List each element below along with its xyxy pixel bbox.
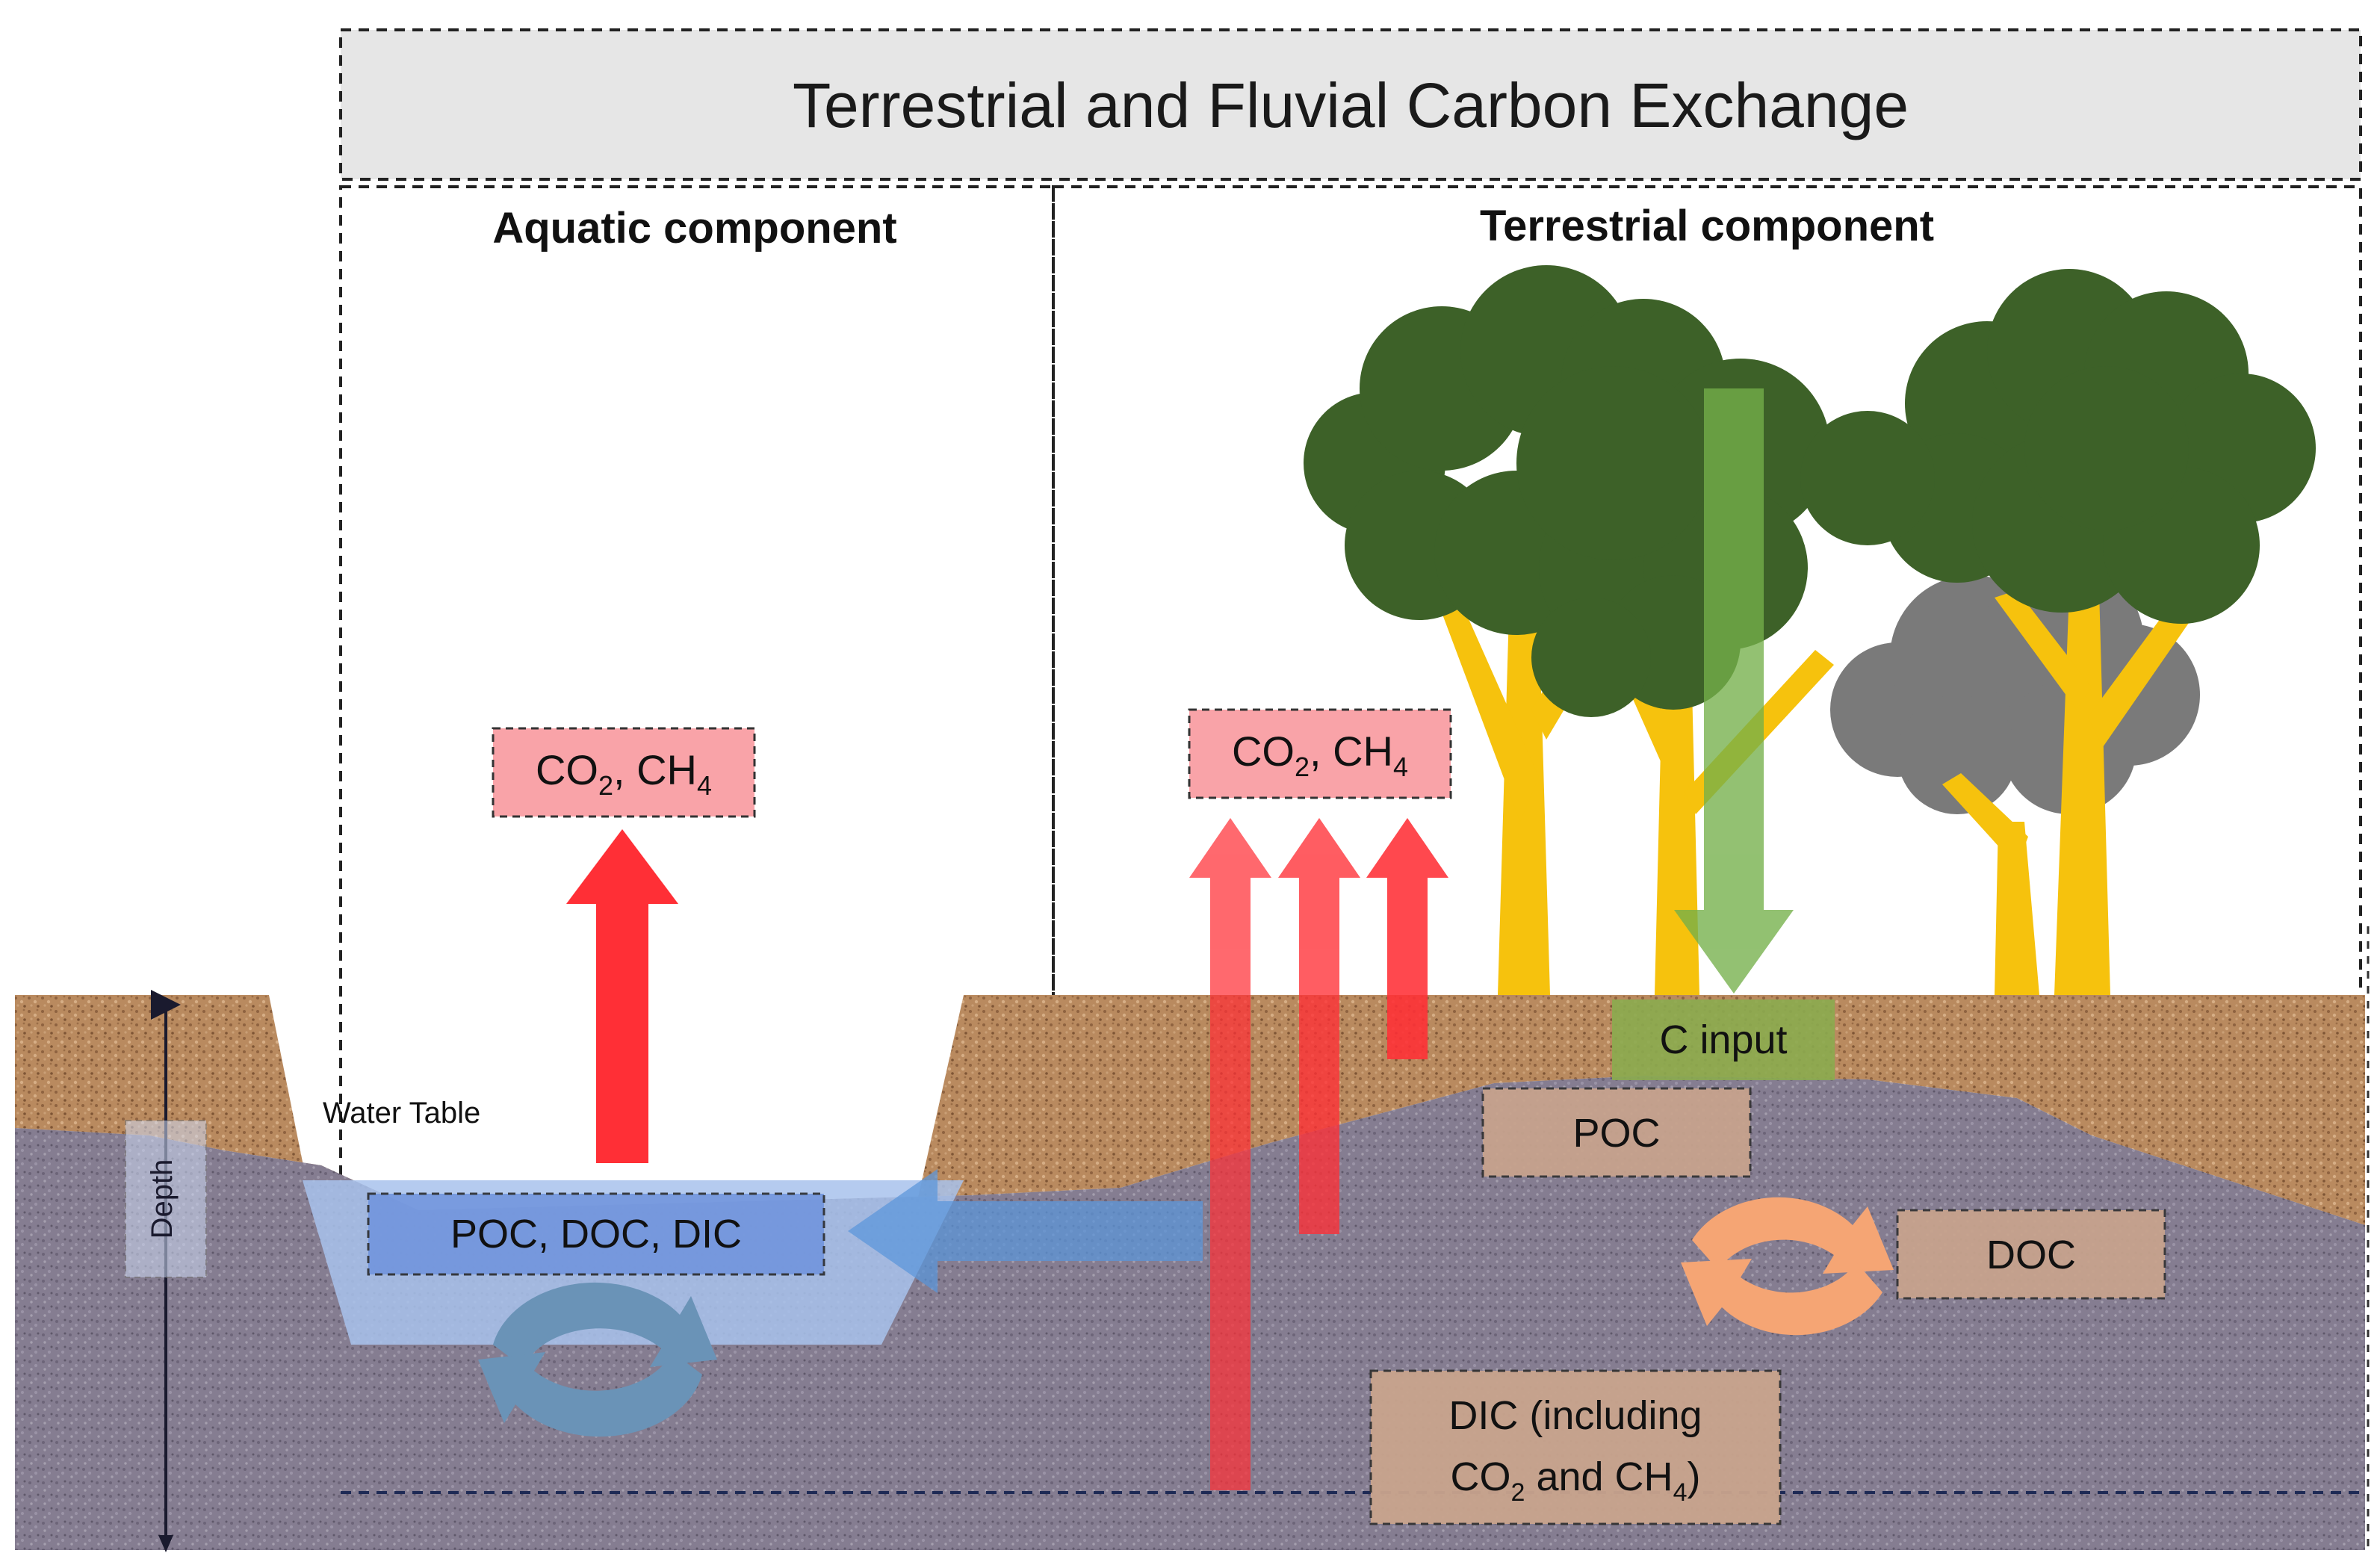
water-table-label: Water Table — [323, 1097, 480, 1129]
poc-label: POC — [1572, 1111, 1660, 1156]
aquatic-gas-box — [492, 727, 756, 818]
diagram-title: Terrestrial and Fluvial Carbon Exchange — [793, 70, 1909, 140]
c-input-box — [1612, 1000, 1835, 1080]
dic-label-line2: CO2 and CH4) — [1451, 1454, 1701, 1507]
aquatic-panel-heading: Aquatic component — [492, 204, 896, 252]
aquatic-cycle-icon — [478, 1282, 717, 1437]
title-bar — [339, 28, 2362, 181]
terrestrial-emission-arrow-deep — [1189, 818, 1271, 1490]
c-input-label: C input — [1659, 1017, 1787, 1062]
lateral-flow-arrow — [848, 1169, 1203, 1293]
terrestrial-emission-arrow-shallow — [1366, 818, 1448, 1059]
tree-group — [1304, 265, 2316, 995]
aquatic-pool-box — [367, 1192, 825, 1276]
dic-label-line1: DIC (including — [1448, 1393, 1702, 1438]
doc-box — [1896, 1209, 2166, 1300]
aquatic-gas-label: CO2, CH4 — [536, 746, 712, 801]
terrestrial-emission-arrow-mid — [1278, 818, 1360, 1234]
terrestrial-gas-box — [1188, 708, 1452, 799]
terrestrial-cycle-icon — [1681, 1197, 1894, 1336]
terrestrial-panel-heading: Terrestrial component — [1480, 202, 1934, 250]
terrestrial-gas-label: CO2, CH4 — [1232, 728, 1408, 782]
aquatic-emission-arrow — [566, 829, 678, 1163]
dic-box — [1369, 1369, 1782, 1525]
c-input-arrow — [1674, 388, 1794, 994]
aquatic-pool-label: POC, DOC, DIC — [450, 1212, 742, 1256]
depth-label: Depth — [146, 1159, 179, 1239]
depth-label-box — [125, 1120, 207, 1278]
poc-box — [1481, 1087, 1752, 1178]
doc-label: DOC — [1986, 1233, 2076, 1277]
tree-canopy — [1304, 265, 2316, 717]
depth-axis-bottom-arrow — [158, 1535, 173, 1552]
